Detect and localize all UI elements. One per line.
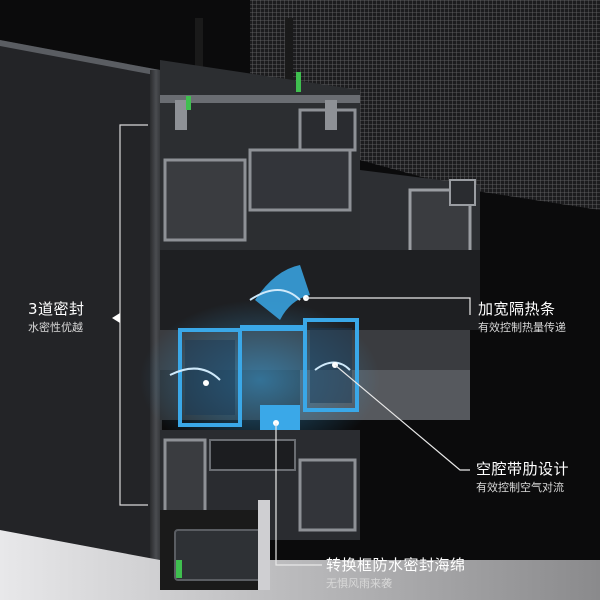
callout-three-seals: 3道密封 水密性优越 (28, 300, 85, 335)
seal-callout-bracket (112, 124, 148, 506)
callout-subtitle: 水密性优越 (28, 321, 83, 334)
callout-title: 转换框防水密封海绵 (326, 556, 466, 574)
callout-title: 加宽隔热条 (478, 300, 556, 318)
callout-subtitle: 有效控制空气对流 (476, 481, 564, 494)
upper-sash-profile (160, 60, 360, 250)
callout-waterproof-sponge: 转换框防水密封海绵 无惧风雨来袭 (326, 556, 466, 591)
insect-screen-mesh (250, 0, 600, 210)
callout-ribbed-cavity: 空腔带肋设计 有效控制空气对流 (476, 460, 569, 495)
callout-title: 3道密封 (28, 300, 85, 318)
callout-subtitle: 有效控制热量传递 (478, 321, 566, 334)
thermal-break-strips (140, 265, 380, 460)
callout-subtitle: 无惧风雨来袭 (326, 577, 392, 590)
green-seal-accents (186, 72, 301, 110)
callout-leader-lines (275, 297, 471, 566)
callout-title: 空腔带肋设计 (476, 460, 570, 478)
callout-thermal-strip: 加宽隔热条 有效控制热量传递 (478, 300, 566, 335)
